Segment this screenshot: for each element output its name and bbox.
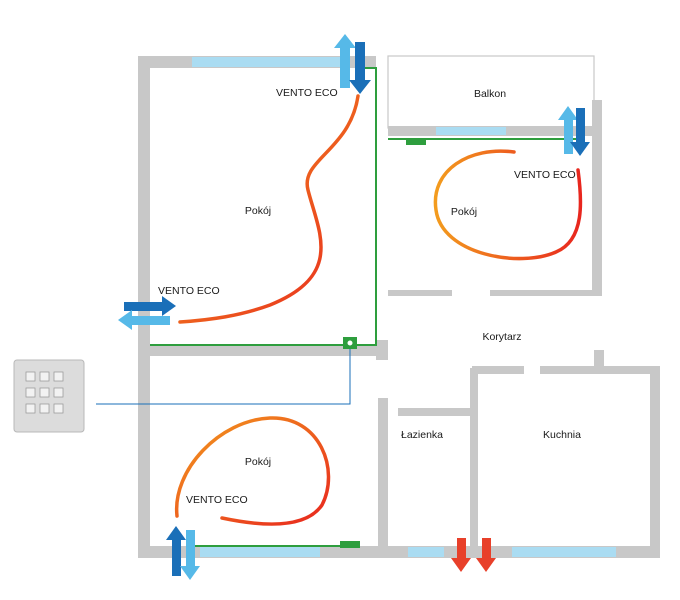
- room-label-pokoj-top: Pokój: [245, 205, 271, 217]
- control-cabling: [150, 67, 584, 547]
- vent-top-arrows: [334, 34, 371, 94]
- room-label-pokoj-right: Pokój: [451, 206, 477, 218]
- room-label-kuchnia: Kuchnia: [543, 429, 581, 441]
- vent-right-arrows: [558, 106, 590, 156]
- exhaust-arrows: [451, 538, 496, 572]
- room-label-pokoj-bottom: Pokój: [245, 456, 271, 468]
- room-label-lazienka: Łazienka: [401, 429, 443, 441]
- cable-box-right: [406, 138, 426, 145]
- vent-bottom-arrows: [166, 526, 200, 580]
- unit-label-bottom: VENTO ECO: [186, 494, 248, 506]
- airflow-top-room: [178, 94, 360, 324]
- vent-left-arrows: [118, 296, 176, 330]
- room-label-korytarz: Korytarz: [482, 331, 521, 343]
- windows: [192, 57, 616, 557]
- unit-label-top: VENTO ECO: [276, 87, 338, 99]
- unit-label-right: VENTO ECO: [514, 169, 576, 181]
- airflow-bottom-room: [175, 416, 331, 526]
- unit-label-left: VENTO ECO: [158, 285, 220, 297]
- airflow-right-room: [433, 149, 583, 261]
- panel-connection-line: [96, 349, 351, 405]
- room-label-balkon: Balkon: [474, 88, 506, 100]
- cable-box-bottom: [340, 541, 360, 548]
- wall-control-panel-icon: [13, 359, 85, 433]
